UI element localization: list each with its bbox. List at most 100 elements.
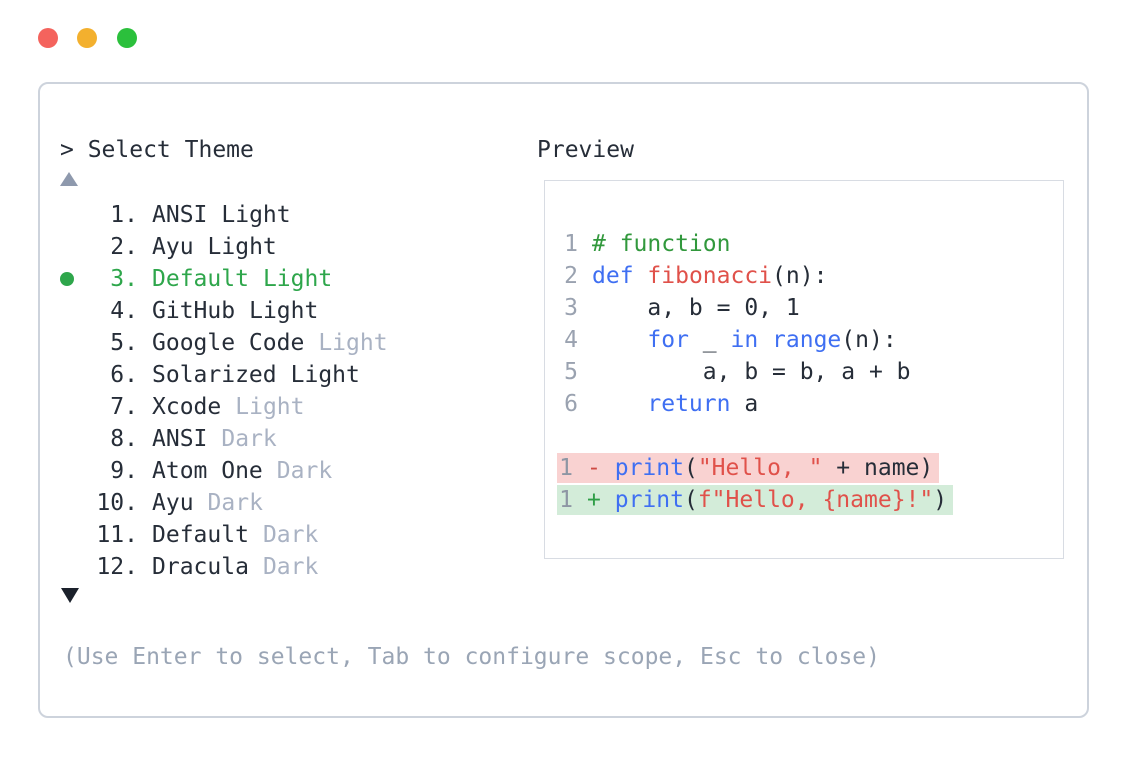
code-token: # function xyxy=(592,231,731,257)
code-token: return xyxy=(647,391,731,417)
theme-number: 10. xyxy=(96,490,138,516)
diff-added-band: 1 + print(f"Hello, {name}!") xyxy=(557,485,954,515)
theme-name: Ayu xyxy=(152,234,194,260)
selected-bullet-icon xyxy=(60,272,74,286)
code-line-6: 6 return a xyxy=(564,388,1063,420)
theme-name: Xcode xyxy=(152,394,222,420)
theme-variant: Dark xyxy=(262,554,319,580)
line-number: 1 xyxy=(559,455,573,481)
code-token xyxy=(592,391,647,417)
code-token xyxy=(758,327,772,353)
code-token: fibonacci xyxy=(647,263,773,289)
theme-picker-panel: > Select Theme Preview 1. ANSI Light 2. … xyxy=(38,82,1089,718)
scroll-up-icon[interactable] xyxy=(60,172,78,186)
code-line-4: 4 for _ in range(n): xyxy=(564,324,1063,356)
theme-number: 7. xyxy=(110,394,138,420)
theme-variant: Light xyxy=(290,362,360,388)
theme-option-3[interactable]: 3. Default Light xyxy=(40,263,520,295)
theme-option-9[interactable]: 9. Atom One Dark xyxy=(40,455,520,487)
code-token: f"Hello, {name}!" xyxy=(697,487,934,513)
line-number: 1 xyxy=(559,487,573,513)
theme-number: 1. xyxy=(110,202,138,228)
code-token xyxy=(634,263,648,289)
theme-number: 8. xyxy=(110,426,138,452)
theme-number: 3. xyxy=(110,266,138,292)
theme-name: ANSI xyxy=(152,202,208,228)
theme-option-11[interactable]: 11. Default Dark xyxy=(40,519,520,551)
line-number: 6 xyxy=(564,391,578,417)
code-line-3: 3 a, b = 0, 1 xyxy=(564,292,1063,324)
code-token: print xyxy=(614,487,684,513)
code-token: a, b = 0, 1 xyxy=(592,295,800,321)
code-token: _ xyxy=(688,327,731,353)
code-token: def xyxy=(592,263,634,289)
preview-title: Preview xyxy=(537,137,634,163)
diff-removed-line: 1- print("Hello, " + name) xyxy=(557,452,1063,484)
diff-minus-sign: - xyxy=(587,455,601,481)
code-token: ) xyxy=(933,487,948,513)
code-token: in xyxy=(730,327,759,353)
theme-variant: Dark xyxy=(207,490,263,516)
code-token: a xyxy=(730,391,759,417)
diff-plus-sign: + xyxy=(587,487,601,513)
theme-list: 1. ANSI Light 2. Ayu Light 3. Default Li… xyxy=(40,199,520,583)
theme-name: Google Code xyxy=(152,330,305,356)
theme-name: Atom One xyxy=(152,458,263,484)
line-number: 2 xyxy=(564,263,578,289)
theme-name: GitHub xyxy=(152,298,236,324)
theme-option-6[interactable]: 6. Solarized Light xyxy=(40,359,520,391)
minimize-button[interactable] xyxy=(77,28,97,48)
theme-variant: Light xyxy=(221,202,291,228)
theme-option-7[interactable]: 7. Xcode Light xyxy=(40,391,520,423)
code-token: ( xyxy=(683,487,698,513)
theme-number: 5. xyxy=(110,330,138,356)
blank-line xyxy=(564,420,1063,452)
code-token: a, b = b, a + b xyxy=(592,359,911,385)
theme-variant: Light xyxy=(207,234,277,260)
code-token: print xyxy=(614,455,684,481)
picker-title: > Select Theme xyxy=(60,137,254,163)
theme-option-12[interactable]: 12. Dracula Dark xyxy=(40,551,520,583)
line-number: 4 xyxy=(564,327,578,353)
zoom-button[interactable] xyxy=(117,28,137,48)
theme-variant: Dark xyxy=(221,426,277,452)
theme-variant: Light xyxy=(318,330,388,356)
code-token: range xyxy=(772,327,842,353)
scroll-down-icon[interactable] xyxy=(61,588,79,603)
theme-option-8[interactable]: 8. ANSI Dark xyxy=(40,423,520,455)
theme-option-4[interactable]: 4. GitHub Light xyxy=(40,295,520,327)
theme-variant: Dark xyxy=(262,522,319,548)
theme-option-5[interactable]: 5. Google Code Light xyxy=(40,327,520,359)
theme-name: ANSI xyxy=(152,426,208,452)
code-token: for xyxy=(647,327,689,353)
code-token: "Hello, " xyxy=(697,455,823,481)
line-number: 3 xyxy=(564,295,578,321)
code-token: + name) xyxy=(822,455,934,481)
theme-variant: Light xyxy=(262,266,333,292)
theme-number: 4. xyxy=(110,298,138,324)
theme-name: Dracula xyxy=(152,554,249,580)
theme-name: Ayu xyxy=(152,490,194,516)
code-line-1: 1# function xyxy=(564,228,1063,260)
theme-variant: Light xyxy=(249,298,319,324)
theme-name: Default xyxy=(152,522,249,548)
code-token: (n): xyxy=(772,263,828,289)
theme-option-1[interactable]: 1. ANSI Light xyxy=(40,199,520,231)
theme-variant: Light xyxy=(235,394,305,420)
code-token xyxy=(592,327,647,353)
diff-removed-band: 1- print("Hello, " + name) xyxy=(557,453,940,483)
theme-name: Solarized xyxy=(152,362,277,388)
theme-option-10[interactable]: 10. Ayu Dark xyxy=(40,487,520,519)
code-token: (n): xyxy=(841,327,897,353)
theme-number: 2. xyxy=(110,234,138,260)
close-button[interactable] xyxy=(38,28,58,48)
theme-variant: Dark xyxy=(276,458,333,484)
theme-name: Default xyxy=(152,266,249,292)
code-line-2: 2 def fibonacci(n): xyxy=(564,260,1063,292)
theme-number: 9. xyxy=(110,458,138,484)
theme-number: 11. xyxy=(96,522,138,548)
theme-option-2[interactable]: 2. Ayu Light xyxy=(40,231,520,263)
